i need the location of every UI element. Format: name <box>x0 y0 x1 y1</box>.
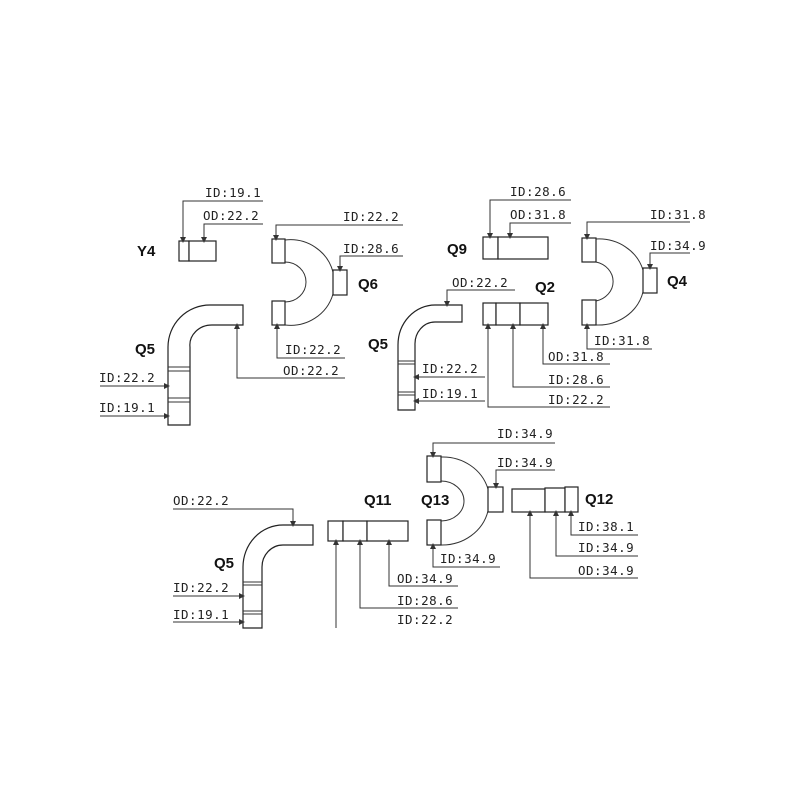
dim-label: ID:34.9 <box>650 238 706 253</box>
dim-label: ID:28.6 <box>397 593 453 608</box>
dim-label: ID:22.2 <box>99 370 155 385</box>
dim-label: ID:38.1 <box>578 519 634 534</box>
dim-label: ID:34.9 <box>578 540 634 555</box>
dim-label: OD:31.8 <box>548 349 604 364</box>
part-label: Q4 <box>667 273 688 290</box>
dim-label: ID:19.1 <box>422 386 478 401</box>
dim-label: ID:19.1 <box>99 400 155 415</box>
part-y4: ID:19.1 OD:22.2 Y4 <box>137 185 263 262</box>
dim-label: ID:22.2 <box>548 392 604 407</box>
part-label: Q5 <box>135 341 155 358</box>
dim-label: ID:34.9 <box>497 455 553 470</box>
dim-label: OD:22.2 <box>203 208 259 223</box>
dim-label: ID:28.6 <box>548 372 604 387</box>
dim-label: ID:22.2 <box>397 612 453 627</box>
dim-label: ID:22.2 <box>285 342 341 357</box>
dim-label: ID:22.2 <box>173 580 229 595</box>
dim-label: OD:31.8 <box>510 207 566 222</box>
part-label: Q11 <box>364 492 392 509</box>
part-q9: ID:28.6 OD:31.8 Q9 <box>447 184 571 260</box>
dim-label: ID:19.1 <box>173 607 229 622</box>
dim-label: OD:34.9 <box>578 563 634 578</box>
dim-label: ID:31.8 <box>594 333 650 348</box>
dim-label: ID:22.2 <box>343 209 399 224</box>
part-q12: ID:38.1 ID:34.9 OD:34.9 Q12 <box>511 486 638 579</box>
part-q13: ID:34.9 ID:34.9 ID:34.9 Q13 <box>421 426 555 568</box>
part-label: Q9 <box>447 241 467 258</box>
part-q2: OD:31.8 ID:28.6 ID:22.2 Q2 <box>482 279 610 408</box>
dim-label: ID:34.9 <box>440 551 496 566</box>
part-label: Q5 <box>368 336 388 353</box>
dim-label: OD:34.9 <box>397 571 453 586</box>
part-label: Q2 <box>535 279 555 296</box>
dim-label: OD:22.2 <box>283 363 339 378</box>
dim-label: OD:22.2 <box>452 275 508 290</box>
part-label: Q5 <box>214 555 234 572</box>
part-label: Q6 <box>358 276 378 293</box>
part-label: Q12 <box>585 491 613 508</box>
dim-label: ID:19.1 <box>205 185 261 200</box>
dim-label: ID:28.6 <box>510 184 566 199</box>
dim-label: ID:31.8 <box>650 207 706 222</box>
part-q5-c: OD:22.2 ID:22.2 ID:19.1 Q5 <box>173 493 314 629</box>
dim-label: ID:22.2 <box>422 361 478 376</box>
part-label: Y4 <box>137 243 156 260</box>
dim-label: OD:22.2 <box>173 493 229 508</box>
part-q4: ID:31.8 ID:34.9 ID:31.8 Q4 <box>581 207 706 350</box>
part-label: Q13 <box>421 492 449 509</box>
dim-label: ID:34.9 <box>497 426 553 441</box>
part-q5-a: OD:22.2 ID:22.2 ID:19.1 Q5 <box>99 304 345 426</box>
part-q5-b: OD:22.2 ID:22.2 ID:19.1 Q5 <box>368 275 515 411</box>
part-q11: OD:34.9 ID:28.6 ID:22.2 Q11 <box>327 492 458 628</box>
part-q6: ID:22.2 ID:28.6 ID:22.2 Q6 <box>271 209 403 359</box>
dim-label: ID:28.6 <box>343 241 399 256</box>
